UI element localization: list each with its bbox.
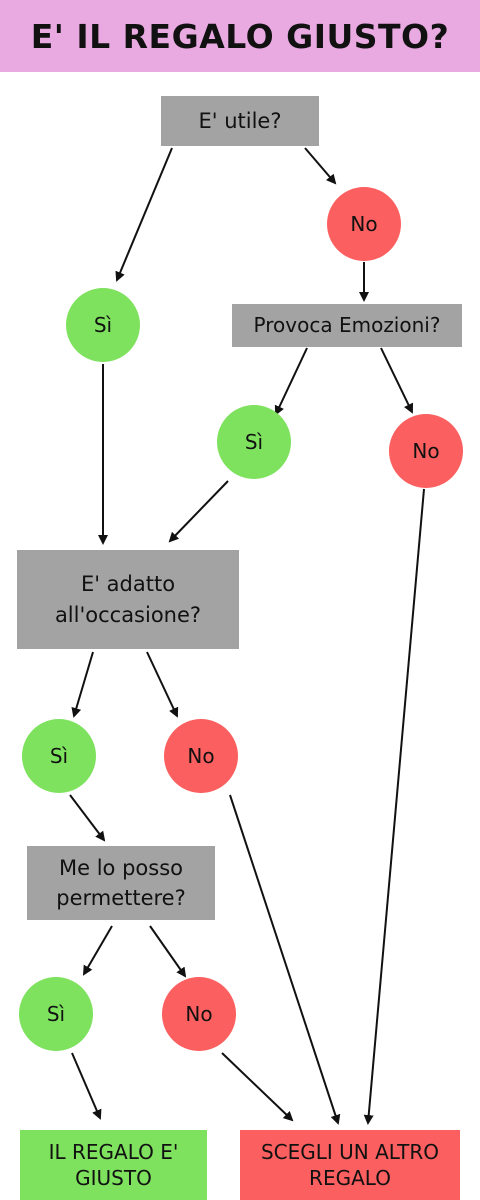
result-other-gift: SCEGLI UN ALTRO REGALO [240, 1130, 460, 1200]
question-emotions: Provoca Emozioni? [232, 304, 462, 347]
arrow-no4-result [221, 1052, 294, 1122]
node-no-1: No [327, 187, 401, 261]
arrow-q2-no [380, 347, 414, 414]
question-afford: Me lo posso permettere? [27, 846, 215, 920]
arrow-yes4-result [71, 1052, 102, 1120]
arrow-no2-result [363, 488, 425, 1125]
node-yes-4: Sì [19, 977, 93, 1051]
arrow-q2-yes [274, 347, 308, 416]
node-no-2: No [389, 414, 463, 488]
arrow-no3-result [229, 794, 341, 1125]
arrow-yes2-q3 [168, 480, 229, 543]
arrow-yes3-q4 [69, 794, 106, 842]
arrow-q1-no [304, 147, 337, 185]
node-yes-1: Sì [66, 288, 140, 362]
question-occasion: E' adatto all'occasione? [17, 550, 239, 649]
question-useful: E' utile? [161, 96, 319, 146]
node-no-3: No [164, 719, 238, 793]
arrow-q4-no [149, 925, 187, 978]
result-right-gift: IL REGALO E' GIUSTO [20, 1130, 207, 1200]
page-title: E' IL REGALO GIUSTO? [30, 16, 450, 56]
arrow-q1-yes [115, 147, 173, 282]
arrow-q3-no [146, 651, 179, 718]
node-yes-2: Sì [217, 405, 291, 479]
arrow-q4-yes [82, 925, 113, 976]
arrow-q3-yes [71, 651, 94, 718]
node-yes-3: Sì [22, 719, 96, 793]
title-banner: E' IL REGALO GIUSTO? [0, 0, 480, 72]
node-no-4: No [162, 977, 236, 1051]
